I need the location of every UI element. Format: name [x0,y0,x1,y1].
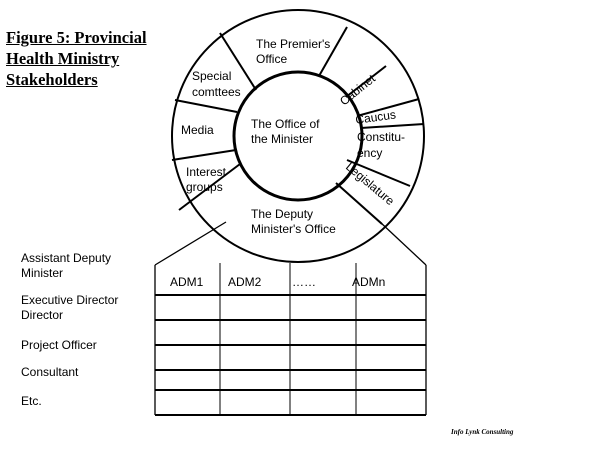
special-committees-label: Special comttees [192,69,241,99]
center-label: The Office of the Minister [251,117,323,146]
connector-lines [154,221,427,266]
legislature-label: Legislature [343,160,397,209]
spoke [171,149,237,161]
row-label-project-officer: Project Officer [21,338,97,352]
org-table [154,263,427,416]
spoke [356,98,420,117]
outer-ring [171,9,425,263]
stakeholder-wheel [171,9,425,263]
spoke [360,123,425,129]
spoke [219,32,257,91]
interest-groups-label: Interest groups [186,165,229,194]
connector-left [154,221,227,266]
constituency-label: Constitu- ency [357,130,408,160]
row-label-executive-director: Executive Director Director [21,293,119,322]
premier-label: The Premier's Office [256,37,334,66]
minister-circle [232,70,364,202]
spoke [318,26,348,77]
media-label: Media [181,123,214,137]
column-header-adm2: ADM2 [228,275,262,289]
spoke [346,159,411,187]
figure-title: Figure 5: Provincial Health Ministry Sta… [6,28,147,89]
deputy-label: The Deputy Minister's Office [251,207,336,236]
row-label-consultant: Consultant [21,365,79,379]
spoke [345,65,387,98]
spoke [174,99,238,113]
row-label-assistant-deputy-minister: Assistant Deputy Minister [21,251,112,280]
row-label-etc: Etc. [21,394,42,408]
column-header-adm1: ADM1 [170,275,204,289]
column-header-ellipsis: …… [292,275,316,289]
spoke [178,163,241,211]
column-header-admn: ADMn [352,275,385,289]
connector-right [379,221,427,266]
credit-text: Info Lynk Consulting [451,428,514,436]
spoke [335,182,383,225]
caucus-label: Caucus [354,107,396,127]
